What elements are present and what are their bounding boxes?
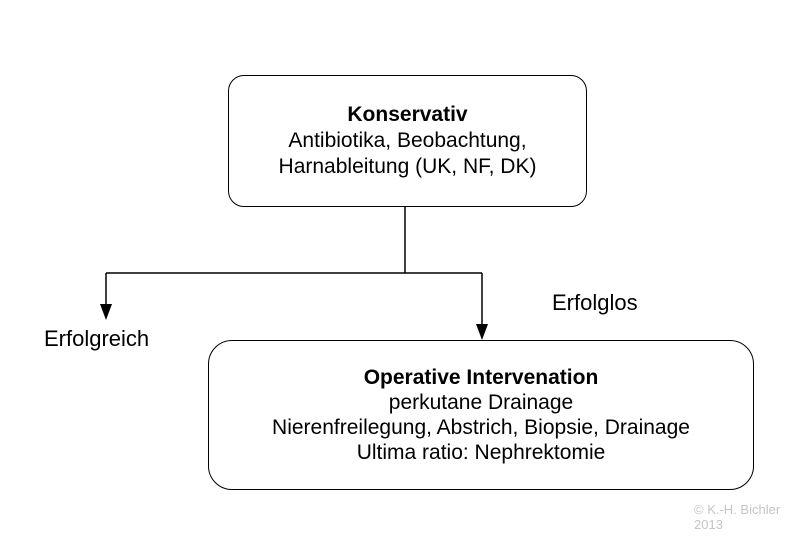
node-operative-intervention: Operative Intervenation perkutane Draina… <box>208 340 754 490</box>
node-operative-detail-3: Ultima ratio: Nephrektomie <box>356 441 606 464</box>
node-operative-detail-1: perkutane Drainage <box>388 391 574 414</box>
node-operative-detail-2: Nierenfreilegung, Abstrich, Biopsie, Dra… <box>272 416 690 439</box>
node-konservativ: Konservativ Antibiotika, Beobachtung, Ha… <box>228 75 587 207</box>
branch-label-erfolgreich: Erfolgreich <box>44 326 150 351</box>
copyright-year: 2013 <box>694 517 723 532</box>
node-konservativ-title: Konservativ <box>347 103 468 126</box>
node-konservativ-detail-1: Antibiotika, Beobachtung, <box>288 129 527 152</box>
copyright-notice: © K.-H. Bichler 2013 <box>694 502 780 532</box>
right-arrowhead-icon <box>476 324 488 340</box>
branch-label-erfolglos: Erfolglos <box>552 290 638 315</box>
copyright-author: © K.-H. Bichler <box>694 502 781 517</box>
node-operative-title: Operative Intervenation <box>363 366 599 389</box>
node-konservativ-detail-2: Harnableitung (UK, NF, DK) <box>278 155 537 178</box>
left-arrowhead-icon <box>100 304 112 320</box>
